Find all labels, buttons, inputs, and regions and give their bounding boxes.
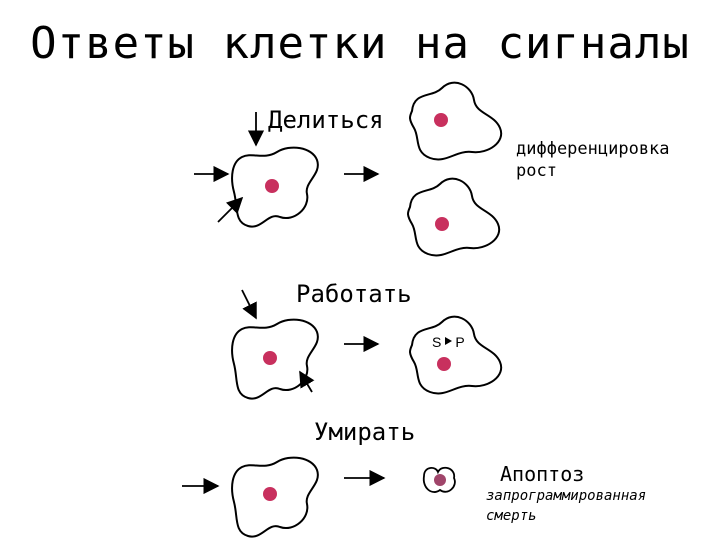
label-die: Умирать	[314, 418, 416, 446]
signal-arrow-top	[241, 289, 257, 320]
cell-nucleus	[437, 357, 451, 371]
outcome-line-differentiation: дифференцировка	[516, 139, 670, 159]
label-work: Работать	[296, 280, 412, 308]
description-line-death: смерть	[486, 508, 537, 524]
outcome-line-growth: рост	[516, 161, 557, 181]
apoptotic-cell	[422, 466, 456, 493]
cell-nucleus	[265, 179, 279, 193]
signal-arrow-bottom	[217, 196, 244, 223]
die-row	[182, 456, 456, 538]
description-line-programmed: запрограммированная	[486, 488, 647, 504]
parent-cell	[231, 146, 319, 228]
cell-nucleus	[263, 487, 277, 501]
work-row	[231, 289, 503, 400]
signal-arrow-bottom	[299, 370, 315, 393]
reaction-substrate: S	[432, 334, 442, 350]
reaction-product: P	[455, 334, 465, 350]
divide-row	[194, 81, 503, 257]
cell-nucleus	[434, 474, 446, 486]
active-cell	[409, 315, 503, 395]
daughter-cell-top	[409, 81, 503, 161]
slide-title: Ответы клетки на сигналы	[30, 18, 690, 69]
apoptosis-description: запрограммированная смерть	[486, 486, 646, 526]
cell-nucleus	[434, 113, 448, 127]
daughter-cell-bottom	[407, 177, 501, 257]
cell-nucleus	[435, 217, 449, 231]
cell-nucleus	[263, 351, 277, 365]
reaction-arrow-icon	[445, 337, 452, 345]
dying-cell	[231, 456, 319, 538]
label-divide: Делиться	[268, 106, 384, 134]
apoptosis-title: Апоптоз	[500, 462, 585, 486]
divide-outcome: дифференцировка рост	[516, 138, 670, 182]
working-cell	[231, 318, 319, 400]
